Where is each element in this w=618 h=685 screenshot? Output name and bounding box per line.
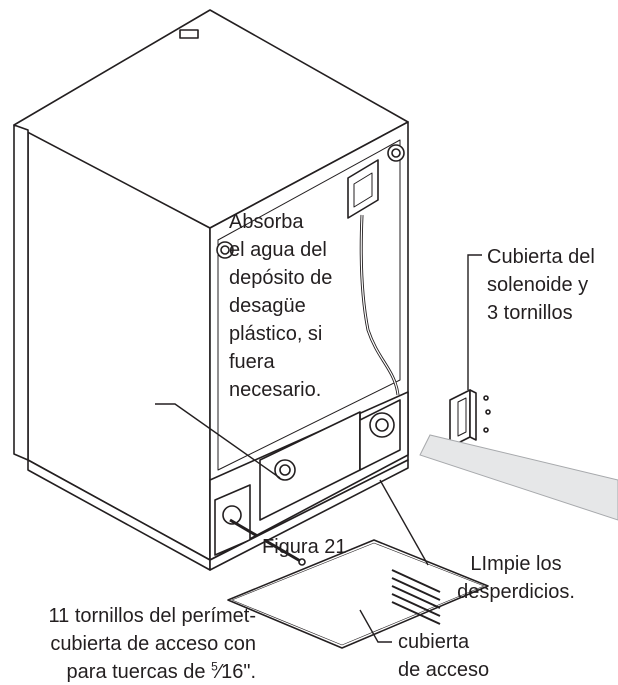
leader-clean <box>379 479 429 566</box>
light-beam <box>419 434 618 521</box>
door-edge <box>13 124 29 461</box>
leader-solenoid <box>467 254 482 390</box>
bumper-right <box>387 144 405 162</box>
bumper-left <box>216 241 234 259</box>
leader-absorb <box>155 403 281 479</box>
access-cover-panel <box>227 539 489 649</box>
callout-access-cover: cubierta de acceso <box>398 631 490 681</box>
leader-access <box>359 609 392 643</box>
solenoid-cover <box>449 389 471 448</box>
callout-absorb-water: Absorba el agua del depósito de desagüe … <box>229 211 333 401</box>
callout-solenoid-cover: Cubierta del solenoide y 3 tornillos <box>487 246 595 324</box>
callout-clean-debris: LImpie los desperdicios. <box>457 553 575 603</box>
figure-caption: Figura 21 <box>262 536 347 558</box>
callout-perimeter-screws: 11 tornillos del perímet- cubierta de ac… <box>48 605 257 683</box>
